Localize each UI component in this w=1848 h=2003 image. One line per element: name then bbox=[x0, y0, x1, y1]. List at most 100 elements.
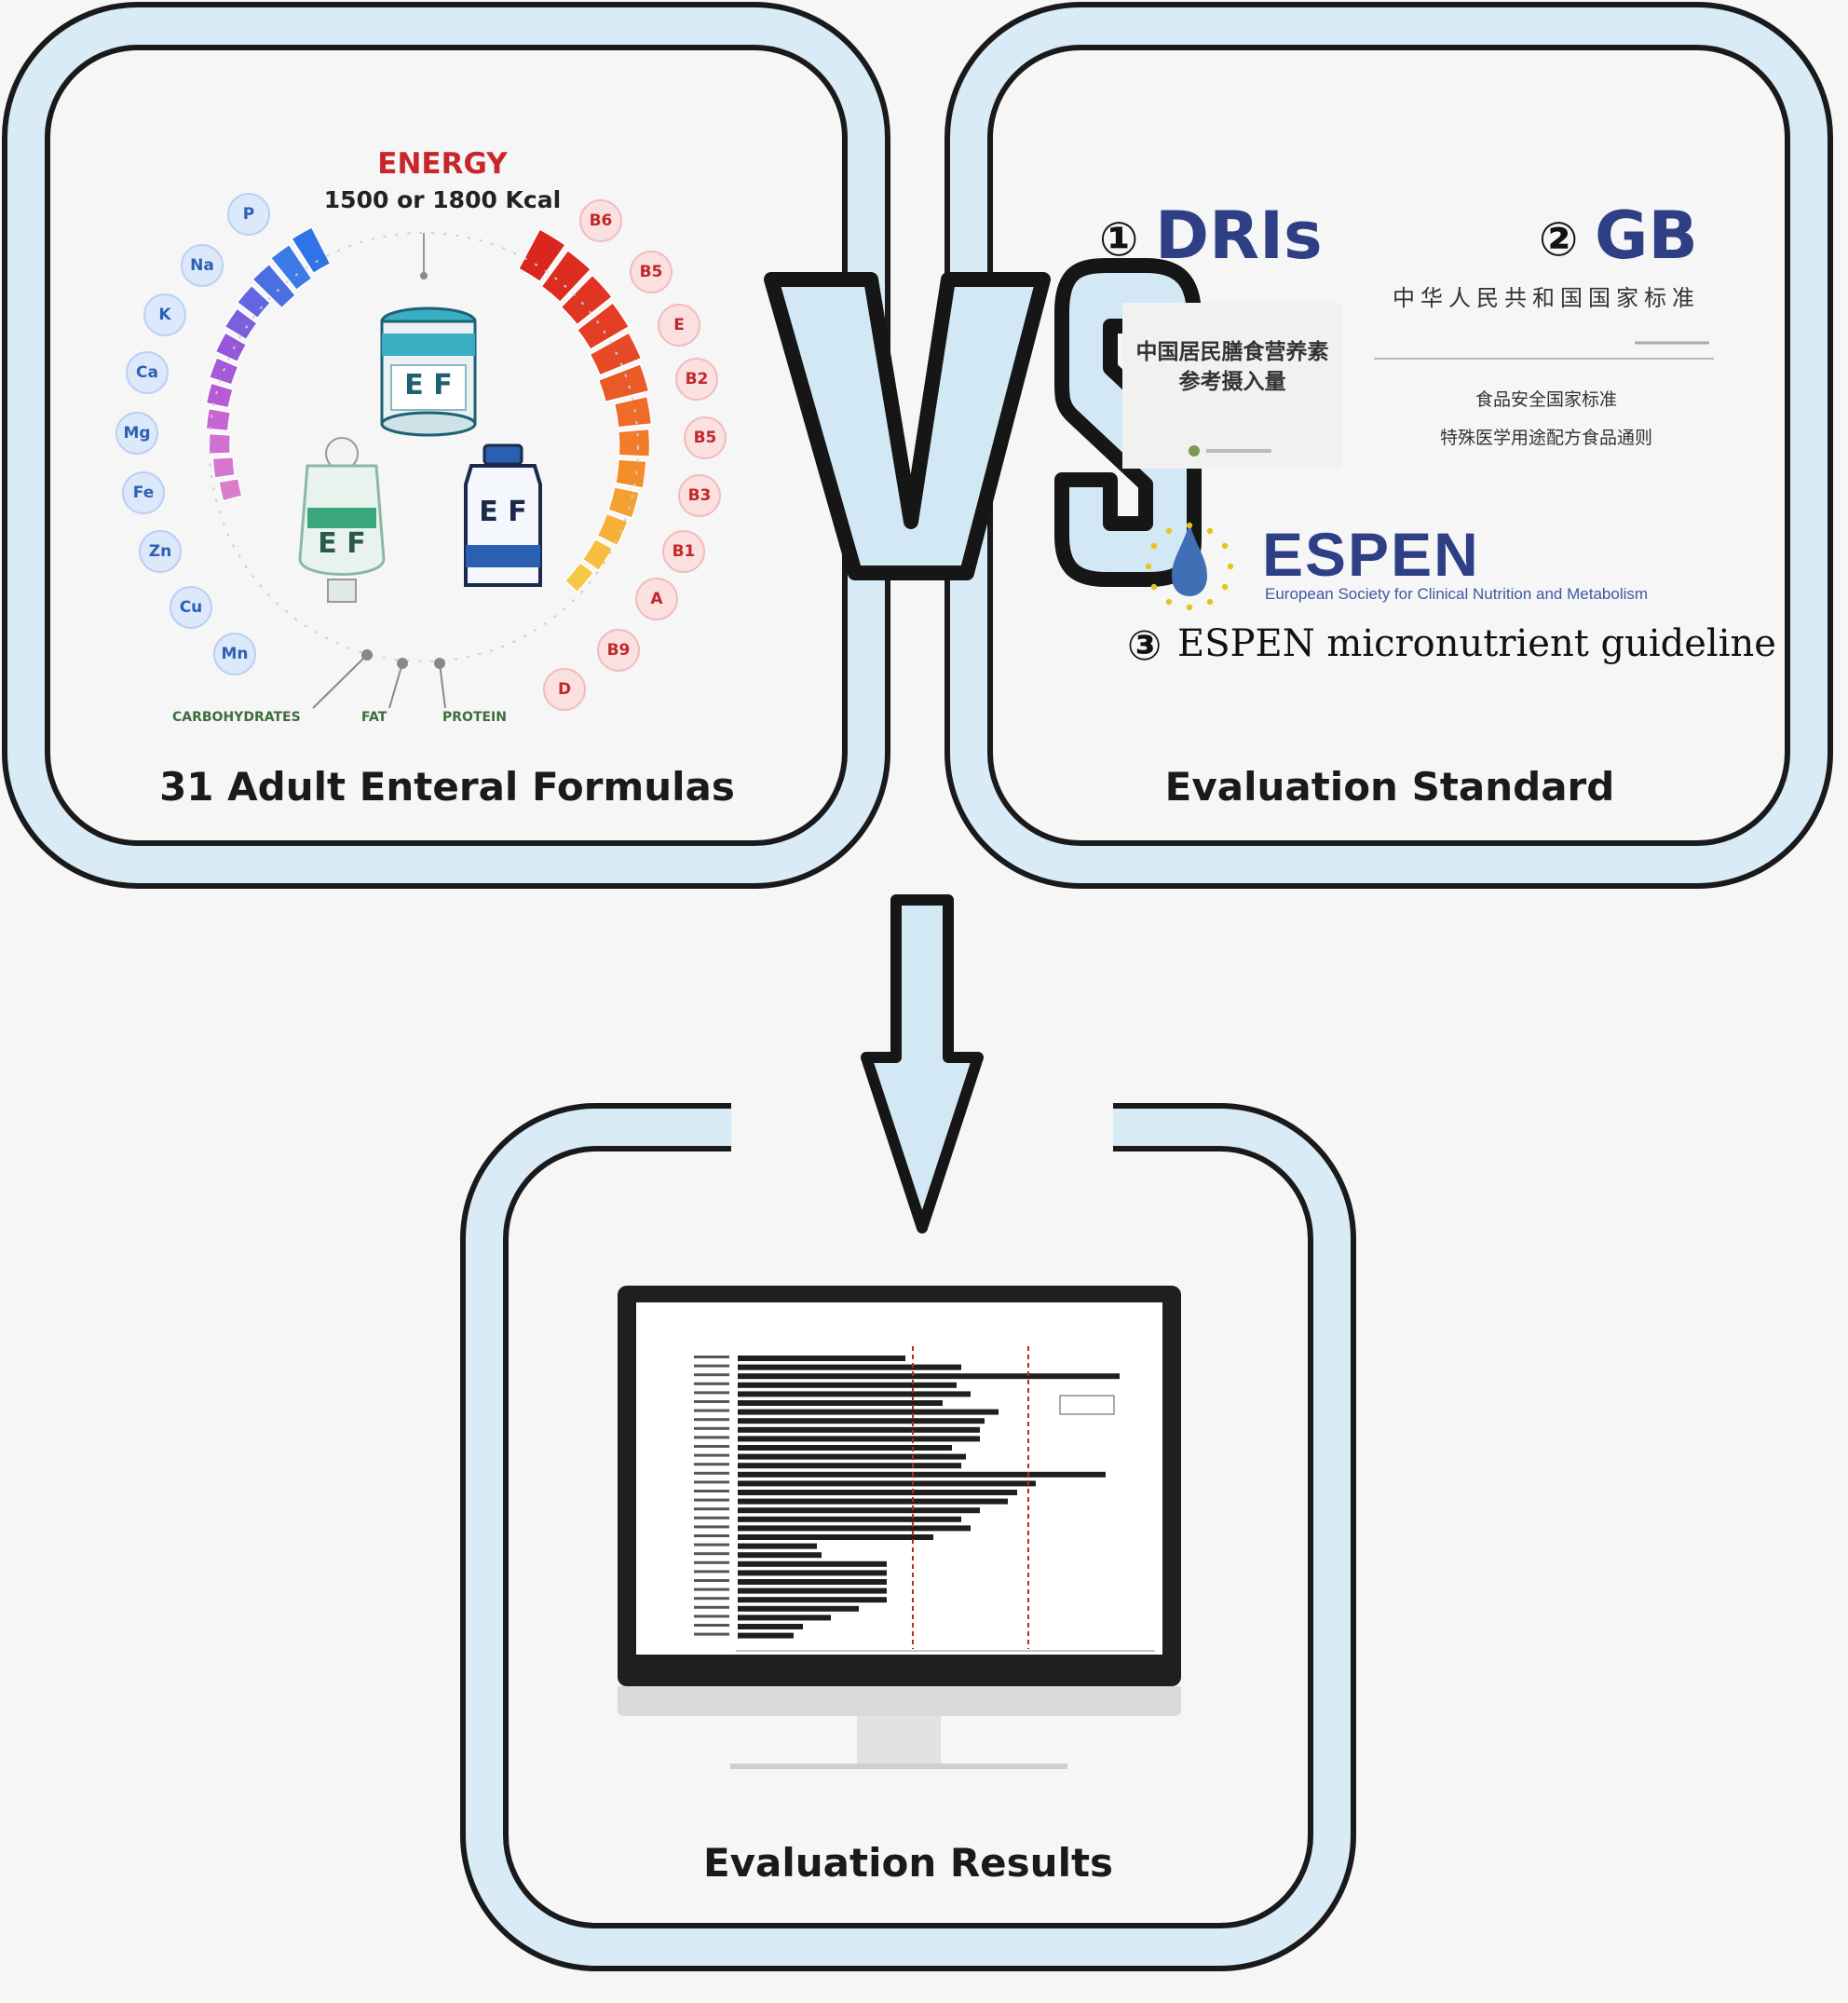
screen-bar bbox=[738, 1543, 817, 1549]
mineral-badge: P bbox=[227, 193, 270, 236]
mineral-badge: Mn bbox=[213, 633, 256, 675]
screen-row-label bbox=[694, 1373, 729, 1377]
star-dot bbox=[1206, 598, 1214, 606]
screen-bar bbox=[738, 1534, 933, 1540]
vitamin-segment bbox=[596, 512, 629, 547]
screen-row-label bbox=[694, 1471, 729, 1475]
results-caption: Evaluation Results bbox=[702, 1840, 1114, 1886]
vitamin-badge-label: B2 bbox=[685, 370, 709, 388]
espen-guideline: ESPEN micronutrient guideline bbox=[1177, 622, 1776, 665]
screen-bar bbox=[738, 1498, 1008, 1505]
mineral-badge-label: Mn bbox=[221, 645, 249, 663]
mineral-segment bbox=[236, 284, 272, 320]
screen-row-label bbox=[694, 1382, 729, 1385]
screen-bar bbox=[738, 1409, 999, 1415]
espen-name: ESPEN bbox=[1262, 520, 1480, 589]
screen-bar bbox=[738, 1445, 952, 1451]
can-label: E F bbox=[404, 369, 453, 402]
screen-bar bbox=[738, 1480, 1036, 1487]
vitamin-badge-label: B5 bbox=[693, 429, 717, 447]
vitamin-badge: B2 bbox=[675, 358, 718, 401]
mineral-segment bbox=[290, 225, 332, 275]
screen-row-label bbox=[694, 1400, 729, 1403]
screen-row-label bbox=[694, 1490, 729, 1492]
vitamin-badge-label: B6 bbox=[589, 211, 613, 230]
star-dot bbox=[1186, 522, 1193, 529]
mineral-arc bbox=[205, 225, 332, 502]
screen-row-label bbox=[694, 1436, 729, 1439]
vitamin-badge-label: A bbox=[650, 590, 663, 608]
star-dot bbox=[1221, 542, 1229, 550]
star-dot bbox=[1150, 542, 1158, 550]
mineral-badge-label: Ca bbox=[136, 363, 158, 382]
screen-row-label bbox=[694, 1560, 729, 1564]
bag-label: E F bbox=[318, 527, 366, 560]
screen-bar bbox=[738, 1579, 887, 1585]
screen-bar bbox=[738, 1356, 905, 1361]
screen-row-label bbox=[694, 1615, 729, 1618]
vitamin-badge: B3 bbox=[678, 474, 721, 517]
mineral-badge: Ca bbox=[126, 351, 169, 394]
vitamin-badge: D bbox=[543, 668, 586, 711]
screen-bar bbox=[738, 1615, 831, 1621]
vitamin-badge: B1 bbox=[662, 530, 705, 573]
mineral-segment bbox=[205, 382, 235, 409]
screen-bar bbox=[738, 1632, 794, 1639]
screen-row-label bbox=[694, 1391, 729, 1395]
star-dot bbox=[1165, 527, 1173, 535]
screen-bar bbox=[738, 1463, 961, 1469]
star-dot bbox=[1221, 583, 1229, 591]
vitamin-segment bbox=[576, 301, 631, 351]
mineral-segment bbox=[251, 263, 297, 309]
mineral-badge: Mg bbox=[116, 412, 158, 455]
dri-book-title-1: 中国居民膳食营养素 bbox=[1135, 339, 1329, 364]
dri-book-title-2: 参考摄入量 bbox=[1178, 369, 1286, 394]
macro-protein: PROTEIN bbox=[442, 710, 507, 725]
screen-row-label bbox=[694, 1364, 729, 1368]
gb-line-2: 特殊医学用途配方食品通则 bbox=[1439, 428, 1652, 448]
screen-bar bbox=[738, 1560, 887, 1567]
vitamin-segment bbox=[560, 274, 614, 326]
screen-row-label bbox=[694, 1480, 729, 1484]
energy-value: 1500 or 1800 Kcal bbox=[323, 186, 562, 213]
mineral-badge: Na bbox=[181, 244, 224, 287]
mineral-badge: Cu bbox=[170, 586, 212, 629]
vitamin-badge-label: B1 bbox=[672, 542, 696, 561]
mineral-badge-label: Fe bbox=[132, 484, 155, 502]
bottle-label: E F bbox=[479, 496, 527, 528]
screen-bar bbox=[738, 1471, 1106, 1478]
mineral-badge: Fe bbox=[122, 471, 165, 514]
star-dot bbox=[1206, 527, 1214, 535]
formulas-caption: 31 Adult Enteral Formulas bbox=[159, 764, 735, 810]
gb-line-1: 食品安全国家标准 bbox=[1474, 389, 1617, 410]
down-arrow-icon bbox=[861, 894, 984, 1233]
gb-header: 中华人民共和国国家标准 bbox=[1393, 285, 1700, 311]
gb-number: ② bbox=[1539, 212, 1579, 266]
screen-row-label bbox=[694, 1534, 729, 1537]
mineral-segment bbox=[211, 456, 237, 480]
vitamin-segment bbox=[581, 538, 614, 572]
mineral-badge-label: Mg bbox=[123, 424, 151, 443]
screen-bar bbox=[738, 1597, 887, 1603]
macro-carbohydrates: CARBOHYDRATES bbox=[172, 710, 301, 725]
mineral-segment bbox=[208, 356, 239, 386]
screen-row-label bbox=[694, 1498, 729, 1502]
vitamin-segment bbox=[597, 362, 650, 403]
mineral-segment bbox=[269, 243, 313, 292]
screen-bar bbox=[738, 1373, 1120, 1380]
screen-bar bbox=[738, 1391, 971, 1397]
screen-row-label bbox=[694, 1453, 729, 1457]
screen-bar bbox=[738, 1400, 943, 1406]
standard-caption: Evaluation Standard bbox=[1164, 764, 1615, 810]
bag-icon bbox=[298, 437, 386, 603]
screen-bar bbox=[738, 1490, 1017, 1495]
screen-bar bbox=[738, 1364, 961, 1370]
mineral-segment bbox=[224, 307, 259, 341]
vitamin-segment bbox=[607, 485, 641, 520]
can-icon bbox=[380, 307, 477, 437]
mineral-segment bbox=[218, 477, 243, 502]
screen-bar bbox=[738, 1605, 859, 1612]
screen-bar bbox=[738, 1507, 980, 1514]
screen-row-label bbox=[694, 1426, 729, 1430]
